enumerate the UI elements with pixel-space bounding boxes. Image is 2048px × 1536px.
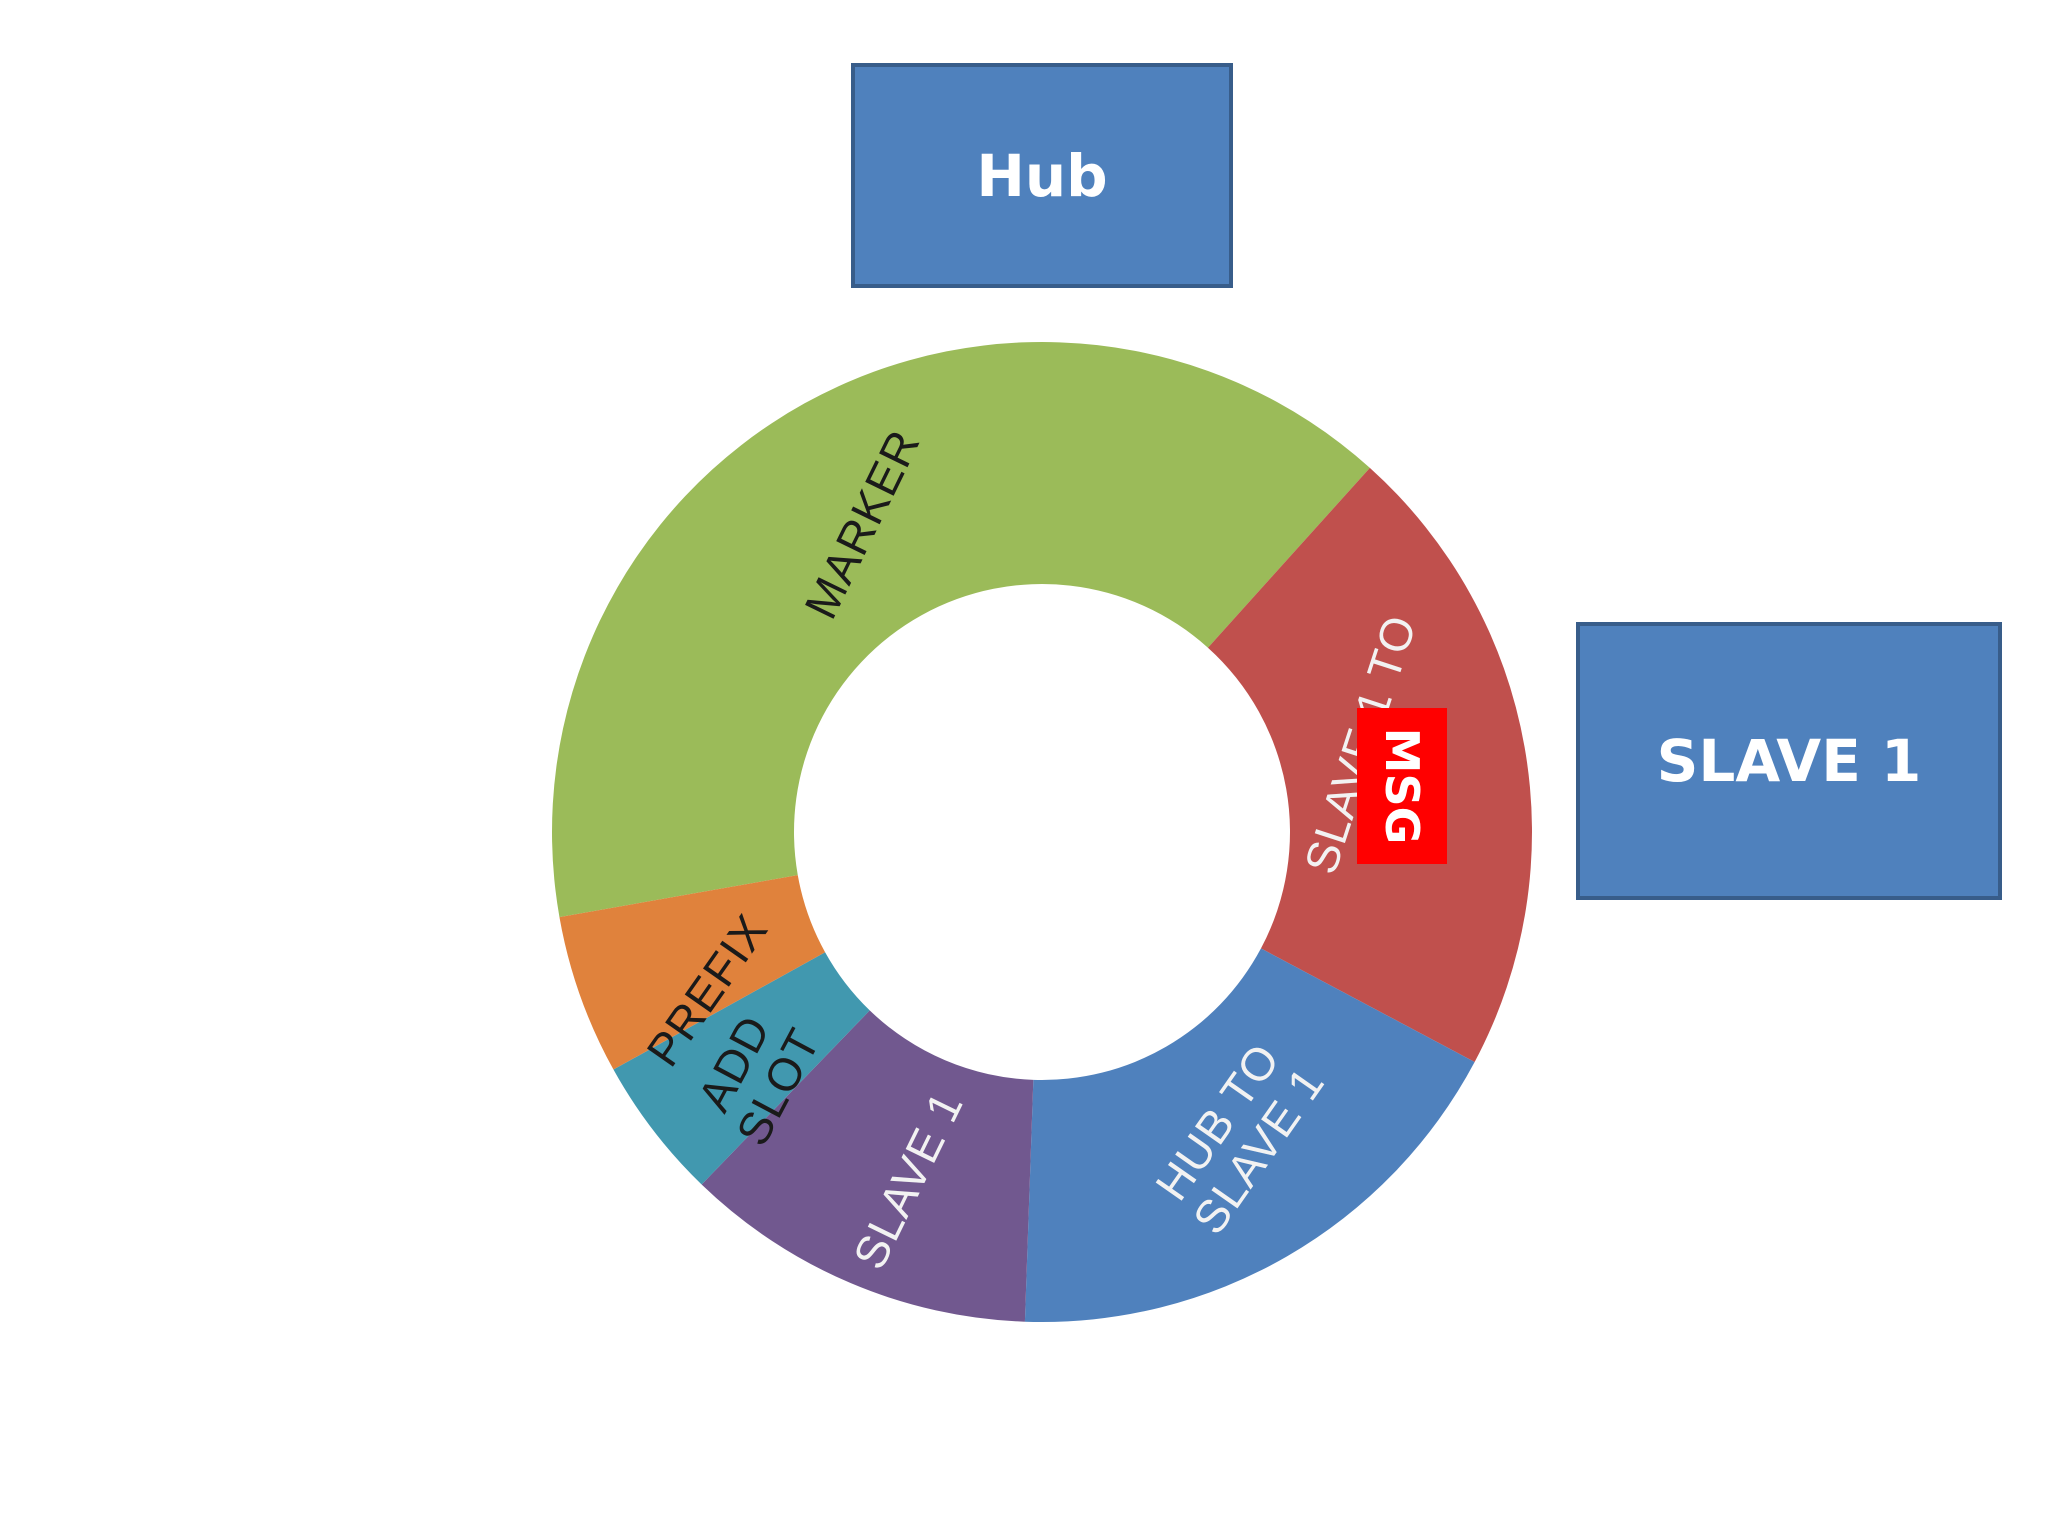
ring-segments <box>552 341 1533 1322</box>
msg-badge-text: MSG <box>1375 728 1429 845</box>
segment-hub-to-slave <box>1024 948 1475 1322</box>
hub-box: Hub <box>851 63 1233 288</box>
hub-label: Hub <box>976 141 1108 210</box>
slave-1-label: SLAVE 1 <box>1656 727 1922 795</box>
msg-badge-box <box>1357 708 1447 864</box>
msg-badge: MSG <box>1357 708 1447 864</box>
segment-slave1 <box>701 1010 1034 1322</box>
segment-prefix <box>559 875 826 1070</box>
segment-marker <box>552 341 1370 918</box>
slave-1-box: SLAVE 1 <box>1576 622 2002 900</box>
segment-add-slot <box>613 952 870 1185</box>
